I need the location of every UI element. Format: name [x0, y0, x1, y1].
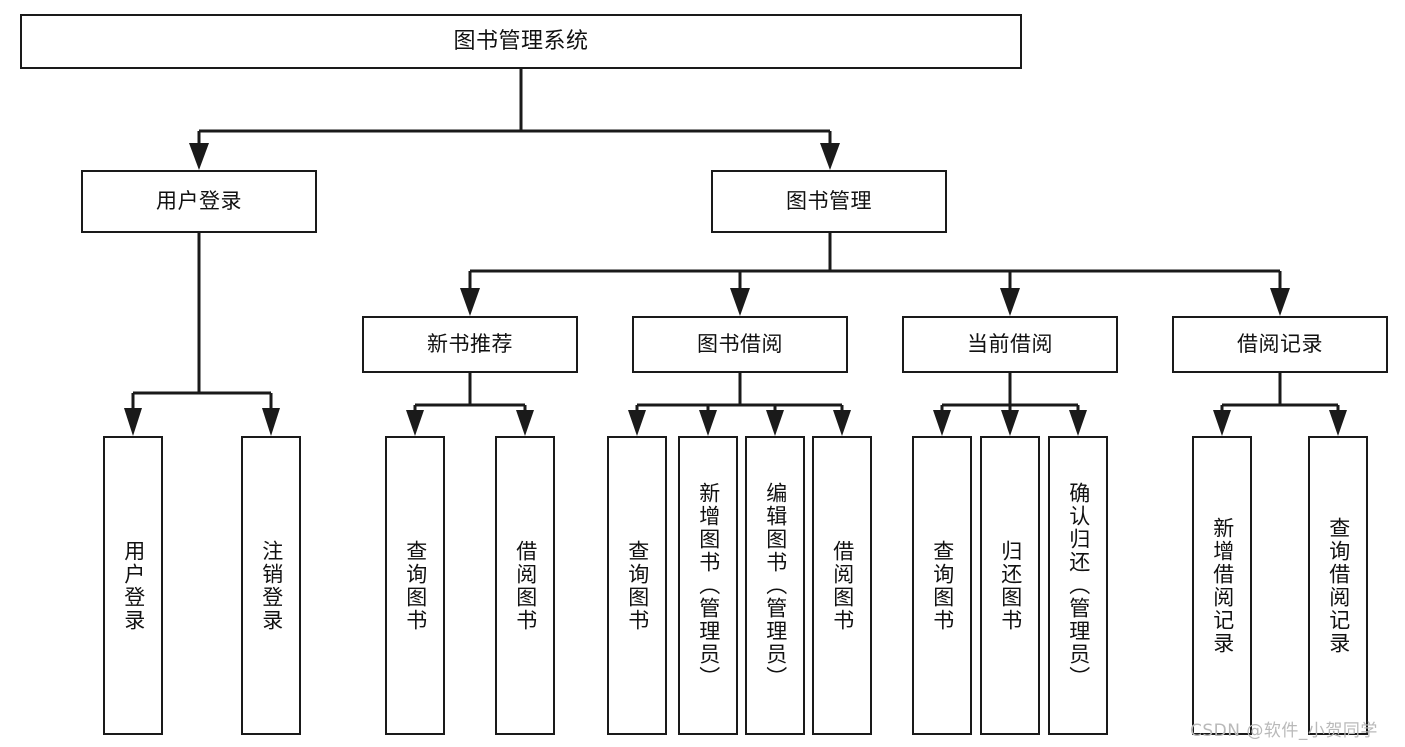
leaf-query-book-new[interactable]: 查询图书 [385, 436, 445, 735]
node-label: 注销登录 [259, 539, 284, 632]
leaf-add-borrow-record[interactable]: 新增借阅记录 [1192, 436, 1252, 735]
node-current-borrow[interactable]: 当前借阅 [902, 316, 1118, 373]
leaf-user-login[interactable]: 用户登录 [103, 436, 163, 735]
node-label: 图书管理系统 [453, 28, 589, 54]
node-label: 查询借阅记录 [1326, 516, 1351, 655]
node-root-system[interactable]: 图书管理系统 [20, 14, 1022, 69]
node-label: 当前借阅 [967, 332, 1053, 357]
leaf-query-book-current[interactable]: 查询图书 [912, 436, 972, 735]
leaf-edit-book-admin[interactable]: 编辑图书（管理员） [745, 436, 805, 735]
leaf-return-book[interactable]: 归还图书 [980, 436, 1040, 735]
leaf-add-book-admin[interactable]: 新增图书（管理员） [678, 436, 738, 735]
leaf-borrow-book[interactable]: 借阅图书 [812, 436, 872, 735]
node-label: 用户登录 [121, 539, 146, 632]
node-new-book-recommend[interactable]: 新书推荐 [362, 316, 578, 373]
node-label: 借阅图书 [830, 539, 855, 632]
node-label: 查询图书 [625, 539, 650, 632]
leaf-query-borrow-record[interactable]: 查询借阅记录 [1308, 436, 1368, 735]
node-borrow-record[interactable]: 借阅记录 [1172, 316, 1388, 373]
node-label: 查询图书 [403, 539, 428, 632]
node-label: 图书借阅 [697, 332, 783, 357]
node-label: 借阅图书 [513, 539, 538, 632]
node-label: 借阅记录 [1237, 332, 1323, 357]
leaf-borrow-book-new[interactable]: 借阅图书 [495, 436, 555, 735]
node-user-login[interactable]: 用户登录 [81, 170, 317, 233]
node-label: 归还图书 [998, 539, 1023, 632]
node-label: 新增图书（管理员） [696, 482, 721, 689]
leaf-query-book-borrow[interactable]: 查询图书 [607, 436, 667, 735]
node-book-management[interactable]: 图书管理 [711, 170, 947, 233]
leaf-confirm-return-admin[interactable]: 确认归还（管理员） [1048, 436, 1108, 735]
node-label: 新书推荐 [427, 332, 513, 357]
csdn-watermark: CSDN @软件_小贺同学 [1190, 721, 1378, 741]
node-label: 确认归还（管理员） [1066, 482, 1091, 689]
node-label: 用户登录 [156, 189, 242, 214]
node-label: 新增借阅记录 [1210, 516, 1235, 655]
leaf-user-logout[interactable]: 注销登录 [241, 436, 301, 735]
node-label: 编辑图书（管理员） [763, 482, 788, 689]
node-book-borrow[interactable]: 图书借阅 [632, 316, 848, 373]
node-label: 图书管理 [786, 189, 872, 214]
node-label: 查询图书 [930, 539, 955, 632]
